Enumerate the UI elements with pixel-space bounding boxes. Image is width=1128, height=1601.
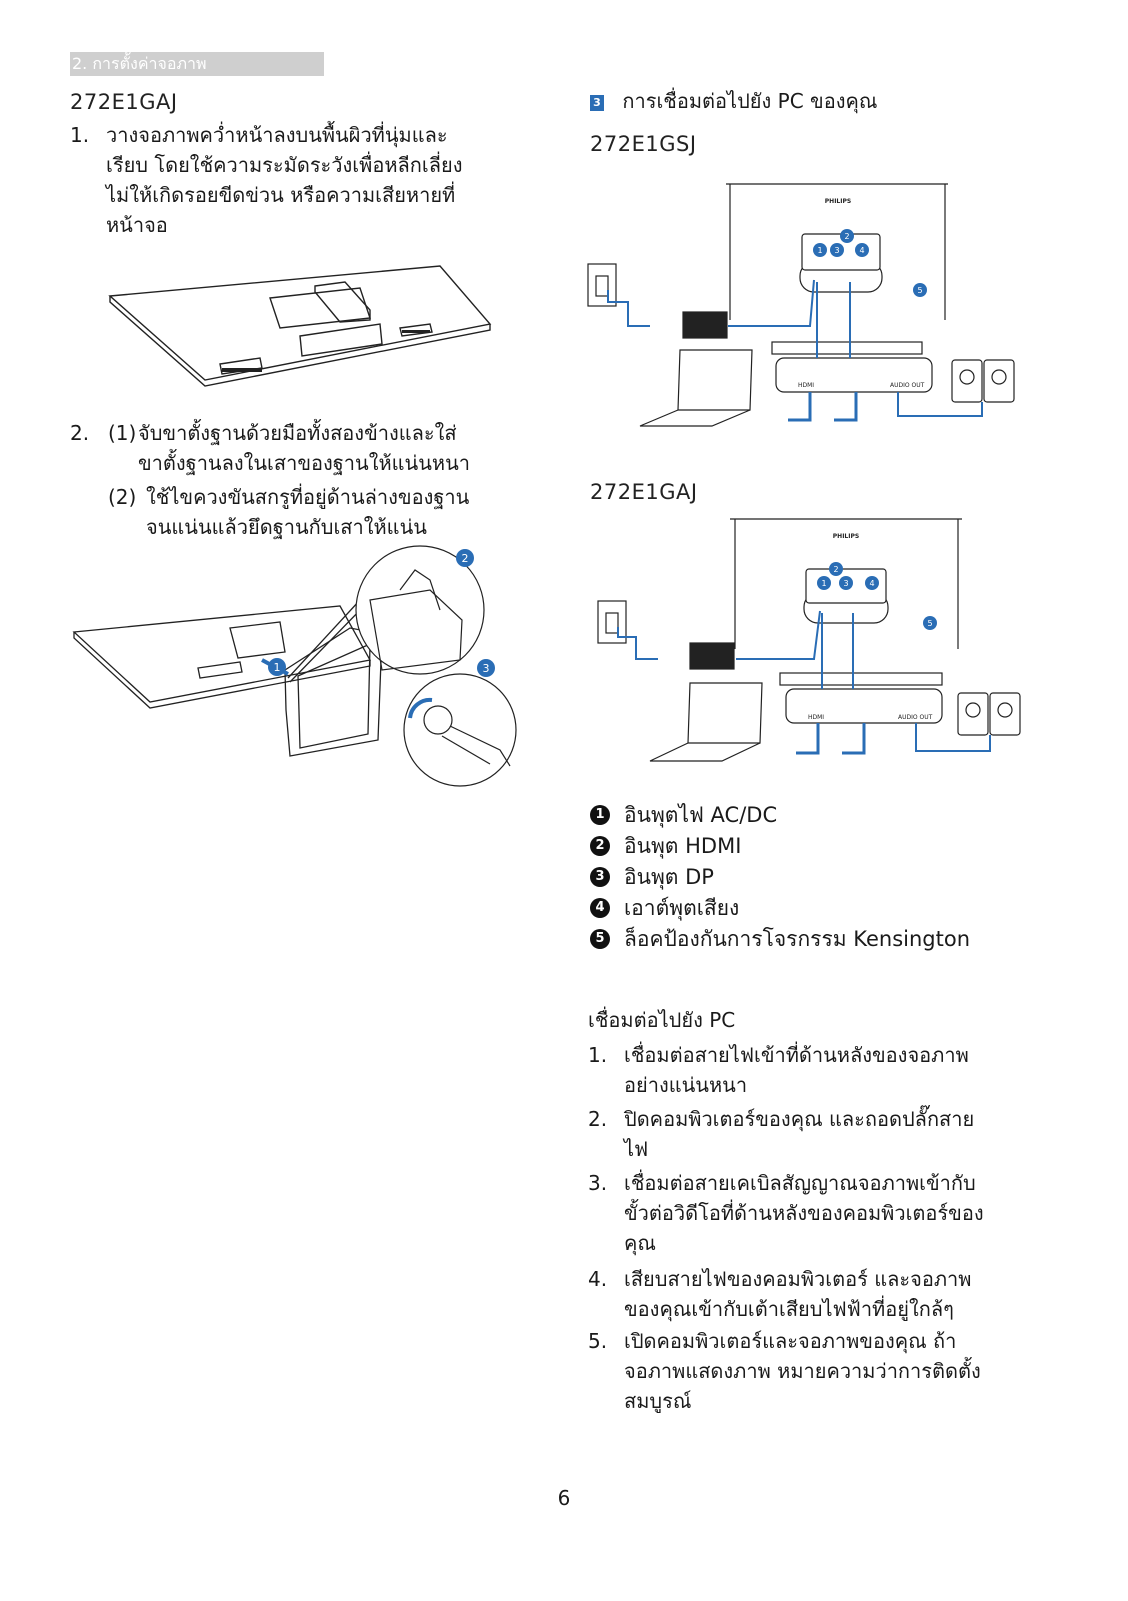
callout-1: 1 (274, 661, 281, 674)
callout-2: 2 (462, 552, 469, 565)
step-line: เปิดคอมพิวเตอร์และจอภาพของคุณ ถ้า (624, 1329, 957, 1353)
step-line: ขาตั้งฐานลงในเสาของฐานให้แน่นหนา (138, 451, 470, 475)
legend-text: อินพุต DP (624, 865, 714, 889)
step-line: เชื่อมต่อสายเคเบิลสัญญาณจอภาพเข้ากับ (624, 1171, 976, 1195)
legend-text: อินพุต HDMI (624, 834, 742, 858)
step-number: 1. (70, 123, 90, 147)
brand-label: PHILIPS (833, 533, 859, 540)
hdmi-label: HDMI (798, 382, 814, 389)
step-number: 5. (588, 1329, 608, 1353)
step-line: เรียบ โดยใช้ความระมัดระวังเพื่อหลีกเลี่ย… (106, 153, 463, 177)
port-callout-3: 3 (834, 246, 839, 255)
right-model-b: 272E1GAJ (590, 480, 698, 504)
step-line: คุณ (624, 1231, 656, 1255)
step-line: ของคุณเข้ากับเต้าเสียบไฟฟ้าที่อยู่ใกล้ๆ (624, 1297, 954, 1321)
port-callout-5: 5 (927, 619, 932, 628)
base-assembly-illustration: 1 2 3 (72, 545, 517, 787)
step-line: เชื่อมต่อสายไฟเข้าที่ด้านหลังของจอภาพ (624, 1043, 969, 1067)
step-line: เสียบสายไฟของคอมพิวเตอร์ และจอภาพ (624, 1267, 972, 1291)
step-line: หน้าจอ (106, 213, 168, 237)
legend-number: 5 (590, 929, 610, 949)
step-line: วางจอภาพคว่ำหน้าลงบนพื้นผิวที่นุ่มและ (106, 123, 448, 147)
port-callout-4: 4 (869, 579, 874, 588)
audio-out-label: AUDIO OUT (898, 714, 933, 721)
sub-step-number: (2) (108, 485, 137, 509)
page-number: 6 (557, 1486, 571, 1510)
port-callout-1: 1 (821, 579, 826, 588)
step-line: จับขาตั้งฐานด้วยมือทั้งสองข้างและใส่ (138, 421, 457, 445)
legend-number: 1 (590, 805, 610, 825)
legend-number: 2 (590, 836, 610, 856)
step-line: จอภาพแสดงภาพ หมายความว่าการติดตั้ง (624, 1359, 981, 1383)
legend-text: เอาต์พุตเสียง (624, 896, 740, 920)
left-model-title: 272E1GAJ (70, 90, 178, 114)
left-step-1: 1. วางจอภาพคว่ำหน้าลงบนพื้นผิวที่นุ่มและ… (70, 120, 540, 240)
audio-out-label: AUDIO OUT (890, 382, 925, 389)
step-line: ใช้ไขควงขันสกรูที่อยู่ด้านล่างของฐาน (146, 485, 470, 509)
port-callout-2: 2 (833, 565, 838, 574)
connection-diagram-a: PHILIPS HDMI AUDIO OUT 1 2 3 4 5 (587, 183, 1015, 427)
port-callout-1: 1 (817, 246, 822, 255)
port-callout-3: 3 (843, 579, 848, 588)
port-callout-2: 2 (844, 232, 849, 241)
step-line: ปิดคอมพิวเตอร์ของคุณ และถอดปลั๊กสาย (624, 1107, 975, 1131)
legend-number: 3 (590, 867, 610, 887)
step-number: 2. (588, 1107, 608, 1131)
section-title: การเชื่อมต่อไปยัง PC ของคุณ (622, 89, 878, 113)
right-model-a: 272E1GSJ (590, 132, 697, 156)
step-line: สมบูรณ์ (624, 1389, 692, 1413)
connection-diagram-b: PHILIPS HDMI AUDIO OUT 1 2 3 4 5 (597, 518, 1021, 762)
step-line: ขั้วต่อวิดีโอที่ด้านหลังของคอมพิวเตอร์ขอ… (624, 1201, 984, 1225)
section-badge: 3 (590, 94, 604, 111)
step-line: จนแน่นแล้วยึดฐานกับเสาให้แน่น (146, 515, 427, 539)
monitor-facedown-illustration (108, 265, 492, 387)
legend-text: อินพุตไฟ AC/DC (624, 803, 778, 827)
legend-text: ล็อคป้องกันการโจรกรรม Kensington (624, 927, 970, 951)
section-heading: 3 การเชื่อมต่อไปยัง PC ของคุณ (590, 88, 877, 114)
port-callout-4: 4 (859, 246, 864, 255)
brand-label: PHILIPS (825, 198, 851, 205)
section-tab: 2. การตั้งค่าจอภาพ (70, 52, 324, 76)
connect-title: เชื่อมต่อไปยัง PC (588, 1008, 736, 1032)
callout-3: 3 (483, 662, 490, 675)
legend-number: 4 (590, 898, 610, 918)
step-line: อย่างแน่นหนา (624, 1073, 748, 1097)
sub-step-number: (1) (108, 421, 137, 445)
step-number: 4. (588, 1267, 608, 1291)
step-line: ไฟ (624, 1137, 649, 1161)
port-callout-5: 5 (917, 286, 922, 295)
step-number: 2. (70, 421, 90, 445)
left-step-2: 2. (1) จับขาตั้งฐานด้วยมือทั้งสองข้างและ… (70, 418, 540, 539)
step-number: 3. (588, 1171, 608, 1195)
step-number: 1. (588, 1043, 608, 1067)
hdmi-label: HDMI (808, 714, 824, 721)
step-line: ไม่ให้เกิดรอยขีดข่วน หรือความเสียหายที่ (106, 183, 456, 207)
